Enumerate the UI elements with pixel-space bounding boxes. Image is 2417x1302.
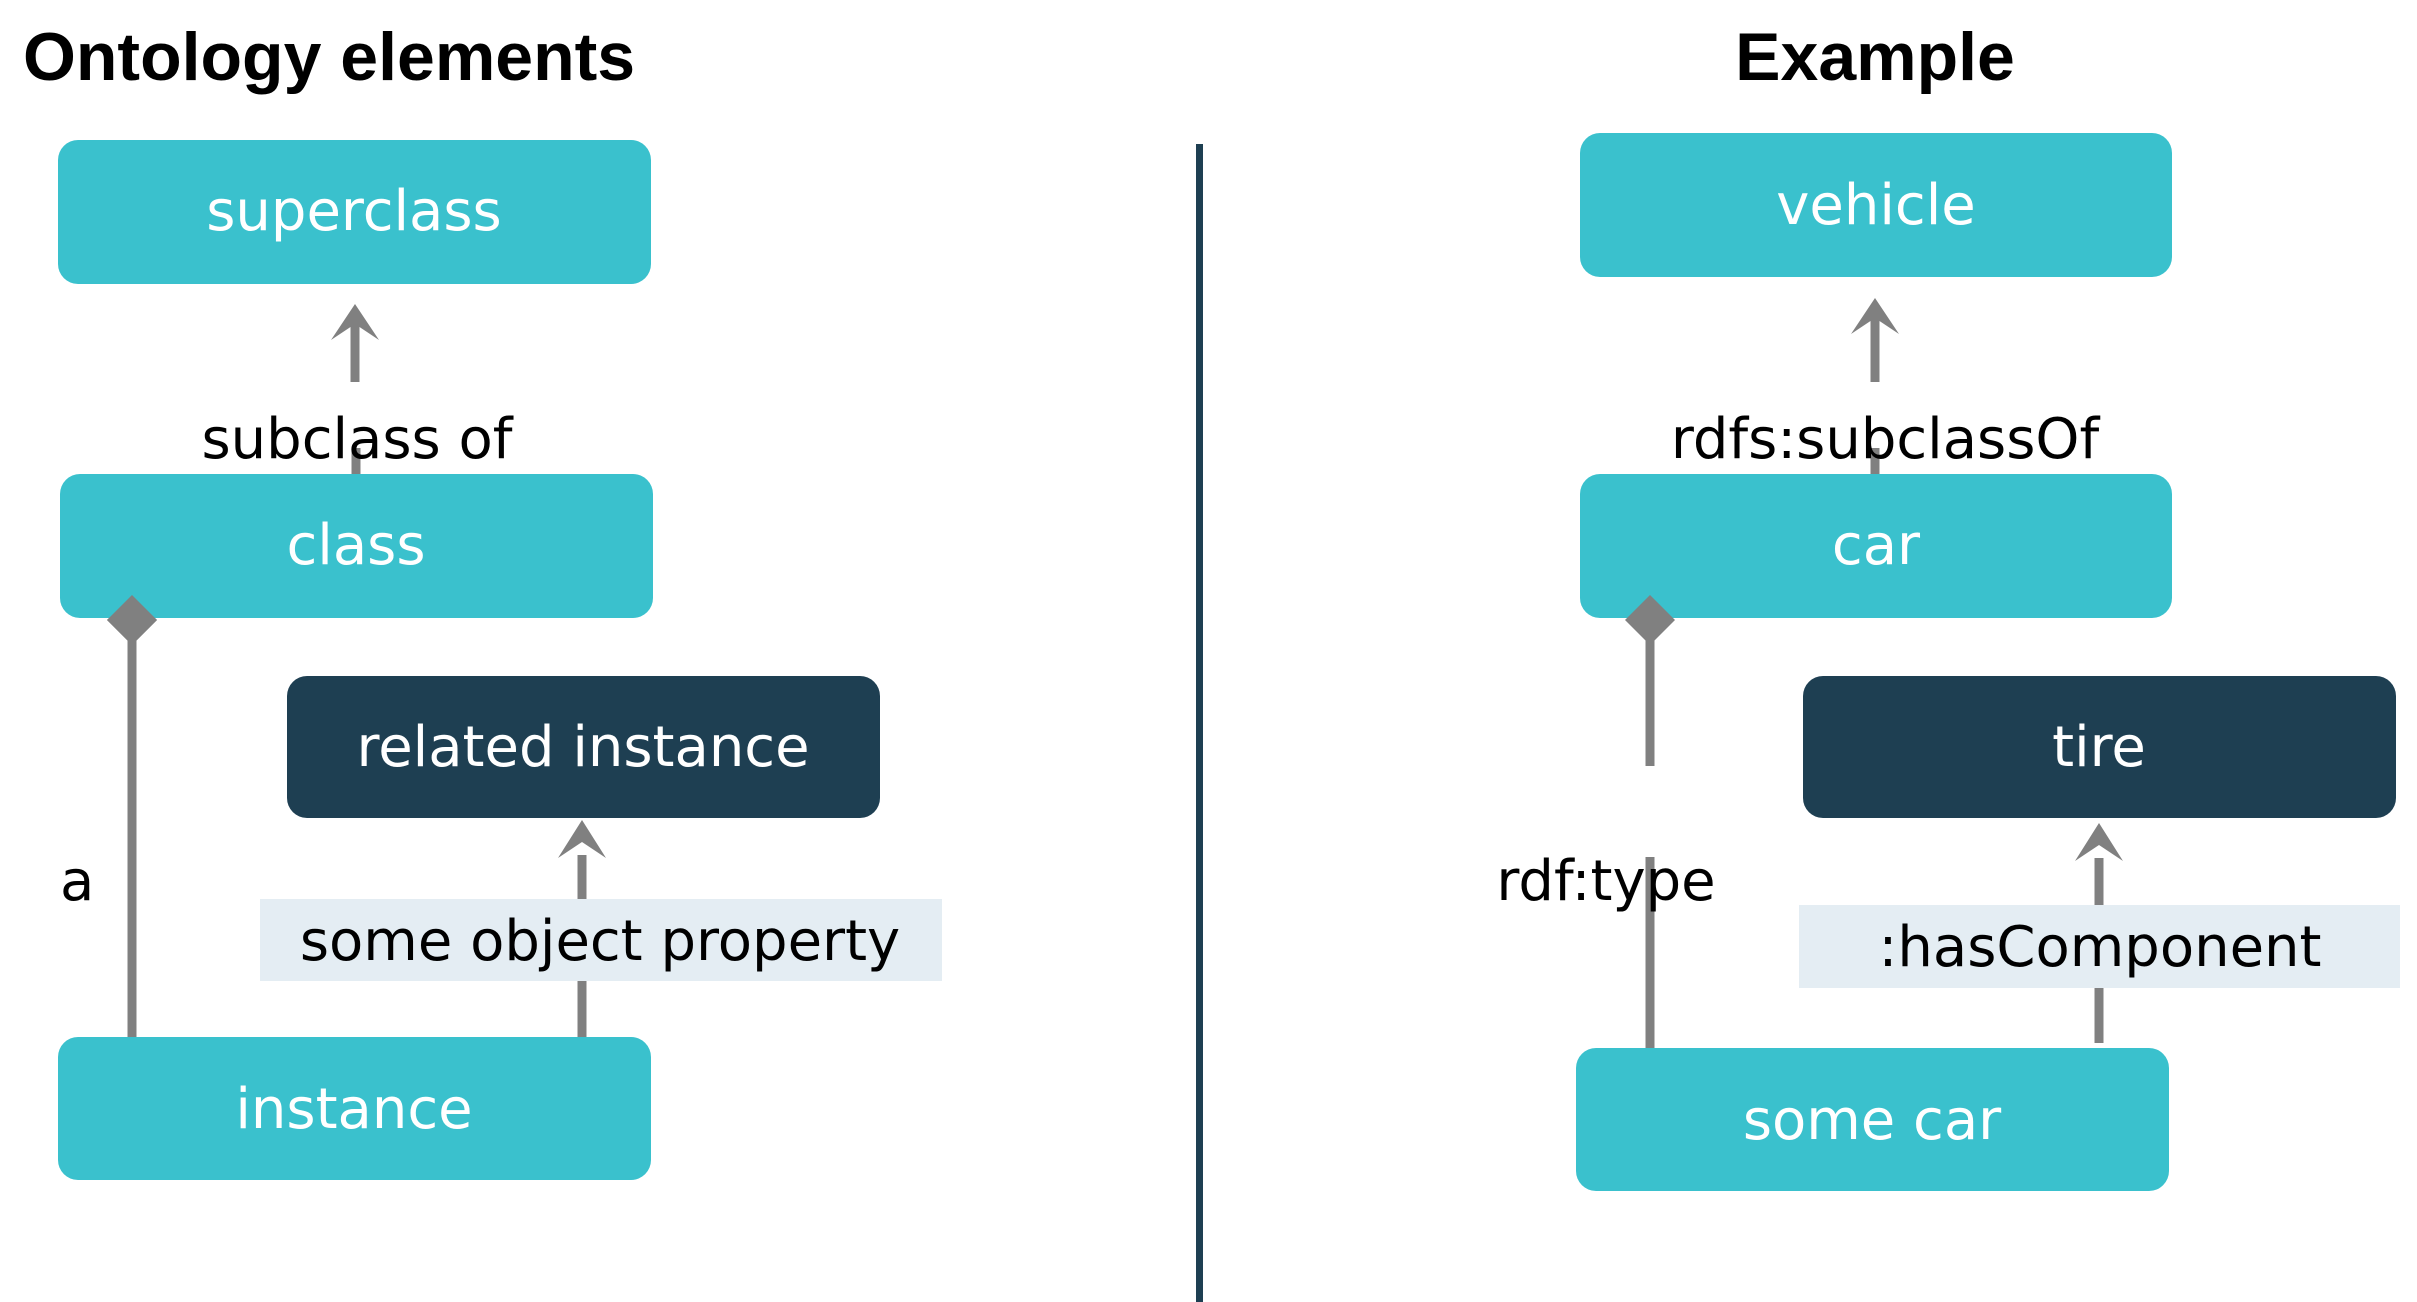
type-label: a bbox=[60, 849, 94, 914]
arrow-head-icon bbox=[2075, 823, 2123, 861]
diamond-icon bbox=[107, 595, 157, 645]
node-car-label: car bbox=[1832, 513, 1921, 578]
type-label: rdf:type bbox=[1496, 849, 1715, 914]
right-panel: rdfs:subclassOf rdf:type :hasComponent v… bbox=[1496, 133, 2400, 1191]
node-vehicle-label: vehicle bbox=[1776, 173, 1975, 238]
diamond-icon bbox=[1625, 595, 1675, 645]
object-property-label: :hasComponent bbox=[1879, 915, 2322, 980]
node-vehicle bbox=[1580, 133, 2172, 277]
node-tire-label: tire bbox=[2052, 715, 2146, 780]
node-superclass-label: superclass bbox=[206, 179, 501, 244]
node-class bbox=[60, 474, 653, 618]
node-class-label: class bbox=[286, 513, 425, 578]
node-instance-label: instance bbox=[235, 1077, 472, 1142]
arrow-head-icon bbox=[331, 304, 379, 340]
object-property-label-bg bbox=[1799, 905, 2400, 988]
object-property-label: some object property bbox=[300, 909, 900, 974]
node-instance bbox=[58, 1037, 651, 1180]
left-panel: subclass of a some object property super… bbox=[58, 140, 942, 1180]
node-tire bbox=[1803, 676, 2396, 818]
right-title: Example bbox=[1735, 19, 2015, 95]
subclass-of-label: subclass of bbox=[201, 407, 513, 472]
node-some-car bbox=[1576, 1048, 2169, 1191]
divider bbox=[1196, 144, 1203, 1302]
node-superclass bbox=[58, 140, 651, 284]
object-property-label-bg bbox=[260, 899, 942, 981]
arrow-head-icon bbox=[1851, 298, 1899, 334]
subclass-of-label: rdfs:subclassOf bbox=[1671, 407, 2101, 472]
node-related-instance bbox=[287, 676, 880, 818]
node-some-car-label: some car bbox=[1743, 1088, 2002, 1153]
arrow-head-icon bbox=[558, 820, 606, 858]
node-related-instance-label: related instance bbox=[356, 715, 809, 780]
node-car bbox=[1580, 474, 2172, 618]
left-title: Ontology elements bbox=[23, 19, 635, 95]
